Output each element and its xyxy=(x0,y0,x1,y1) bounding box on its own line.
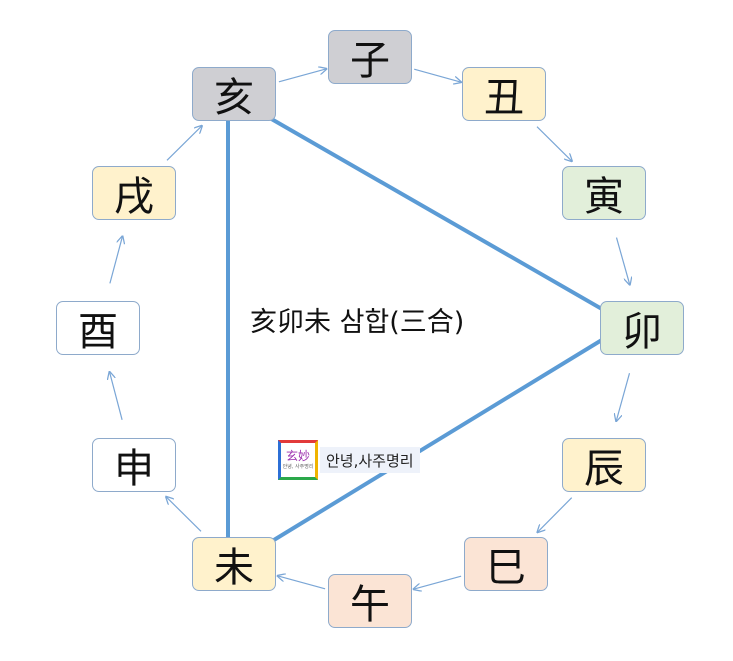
cycle-arrow xyxy=(536,126,572,162)
cycle-arrow xyxy=(278,69,327,83)
samhap-triangle xyxy=(226,90,632,572)
cycle-arrow xyxy=(166,126,202,161)
diagram-title: 亥卯未 삼합(三合) xyxy=(250,307,465,338)
branch-sa: 巳 xyxy=(464,537,548,591)
branch-sul: 戌 xyxy=(92,166,176,220)
cycle-arrow xyxy=(414,575,462,589)
branch-hae: 亥 xyxy=(192,67,276,121)
branch-yu: 酉 xyxy=(56,301,140,355)
cycle-arrow xyxy=(616,373,631,421)
branch-mi: 未 xyxy=(192,537,276,591)
branch-ja: 子 xyxy=(328,30,412,84)
cycle-arrow xyxy=(110,372,123,420)
cycle-arrow xyxy=(166,497,202,532)
watermark-logo: 玄妙 안녕, 사주명리 xyxy=(278,440,318,480)
cycle-arrow xyxy=(615,237,630,285)
cycle-arrow xyxy=(537,497,573,533)
branch-jin: 辰 xyxy=(562,438,646,492)
branch-o: 午 xyxy=(328,574,412,628)
watermark-text: 안녕,사주명리 xyxy=(320,447,420,473)
cycle-arrows xyxy=(110,69,630,589)
watermark: 玄妙 안녕, 사주명리 안녕,사주명리 xyxy=(278,440,420,480)
branch-in: 寅 xyxy=(562,166,646,220)
branch-sin: 申 xyxy=(92,438,176,492)
cycle-arrow xyxy=(414,68,461,82)
branch-chuk: 丑 xyxy=(462,67,546,121)
watermark-logo-subtext: 안녕, 사주명리 xyxy=(282,464,314,470)
cycle-arrow xyxy=(109,236,123,284)
branch-myo: 卯 xyxy=(600,301,684,355)
cycle-arrow xyxy=(278,576,326,590)
watermark-logo-text: 玄妙 xyxy=(285,449,310,463)
